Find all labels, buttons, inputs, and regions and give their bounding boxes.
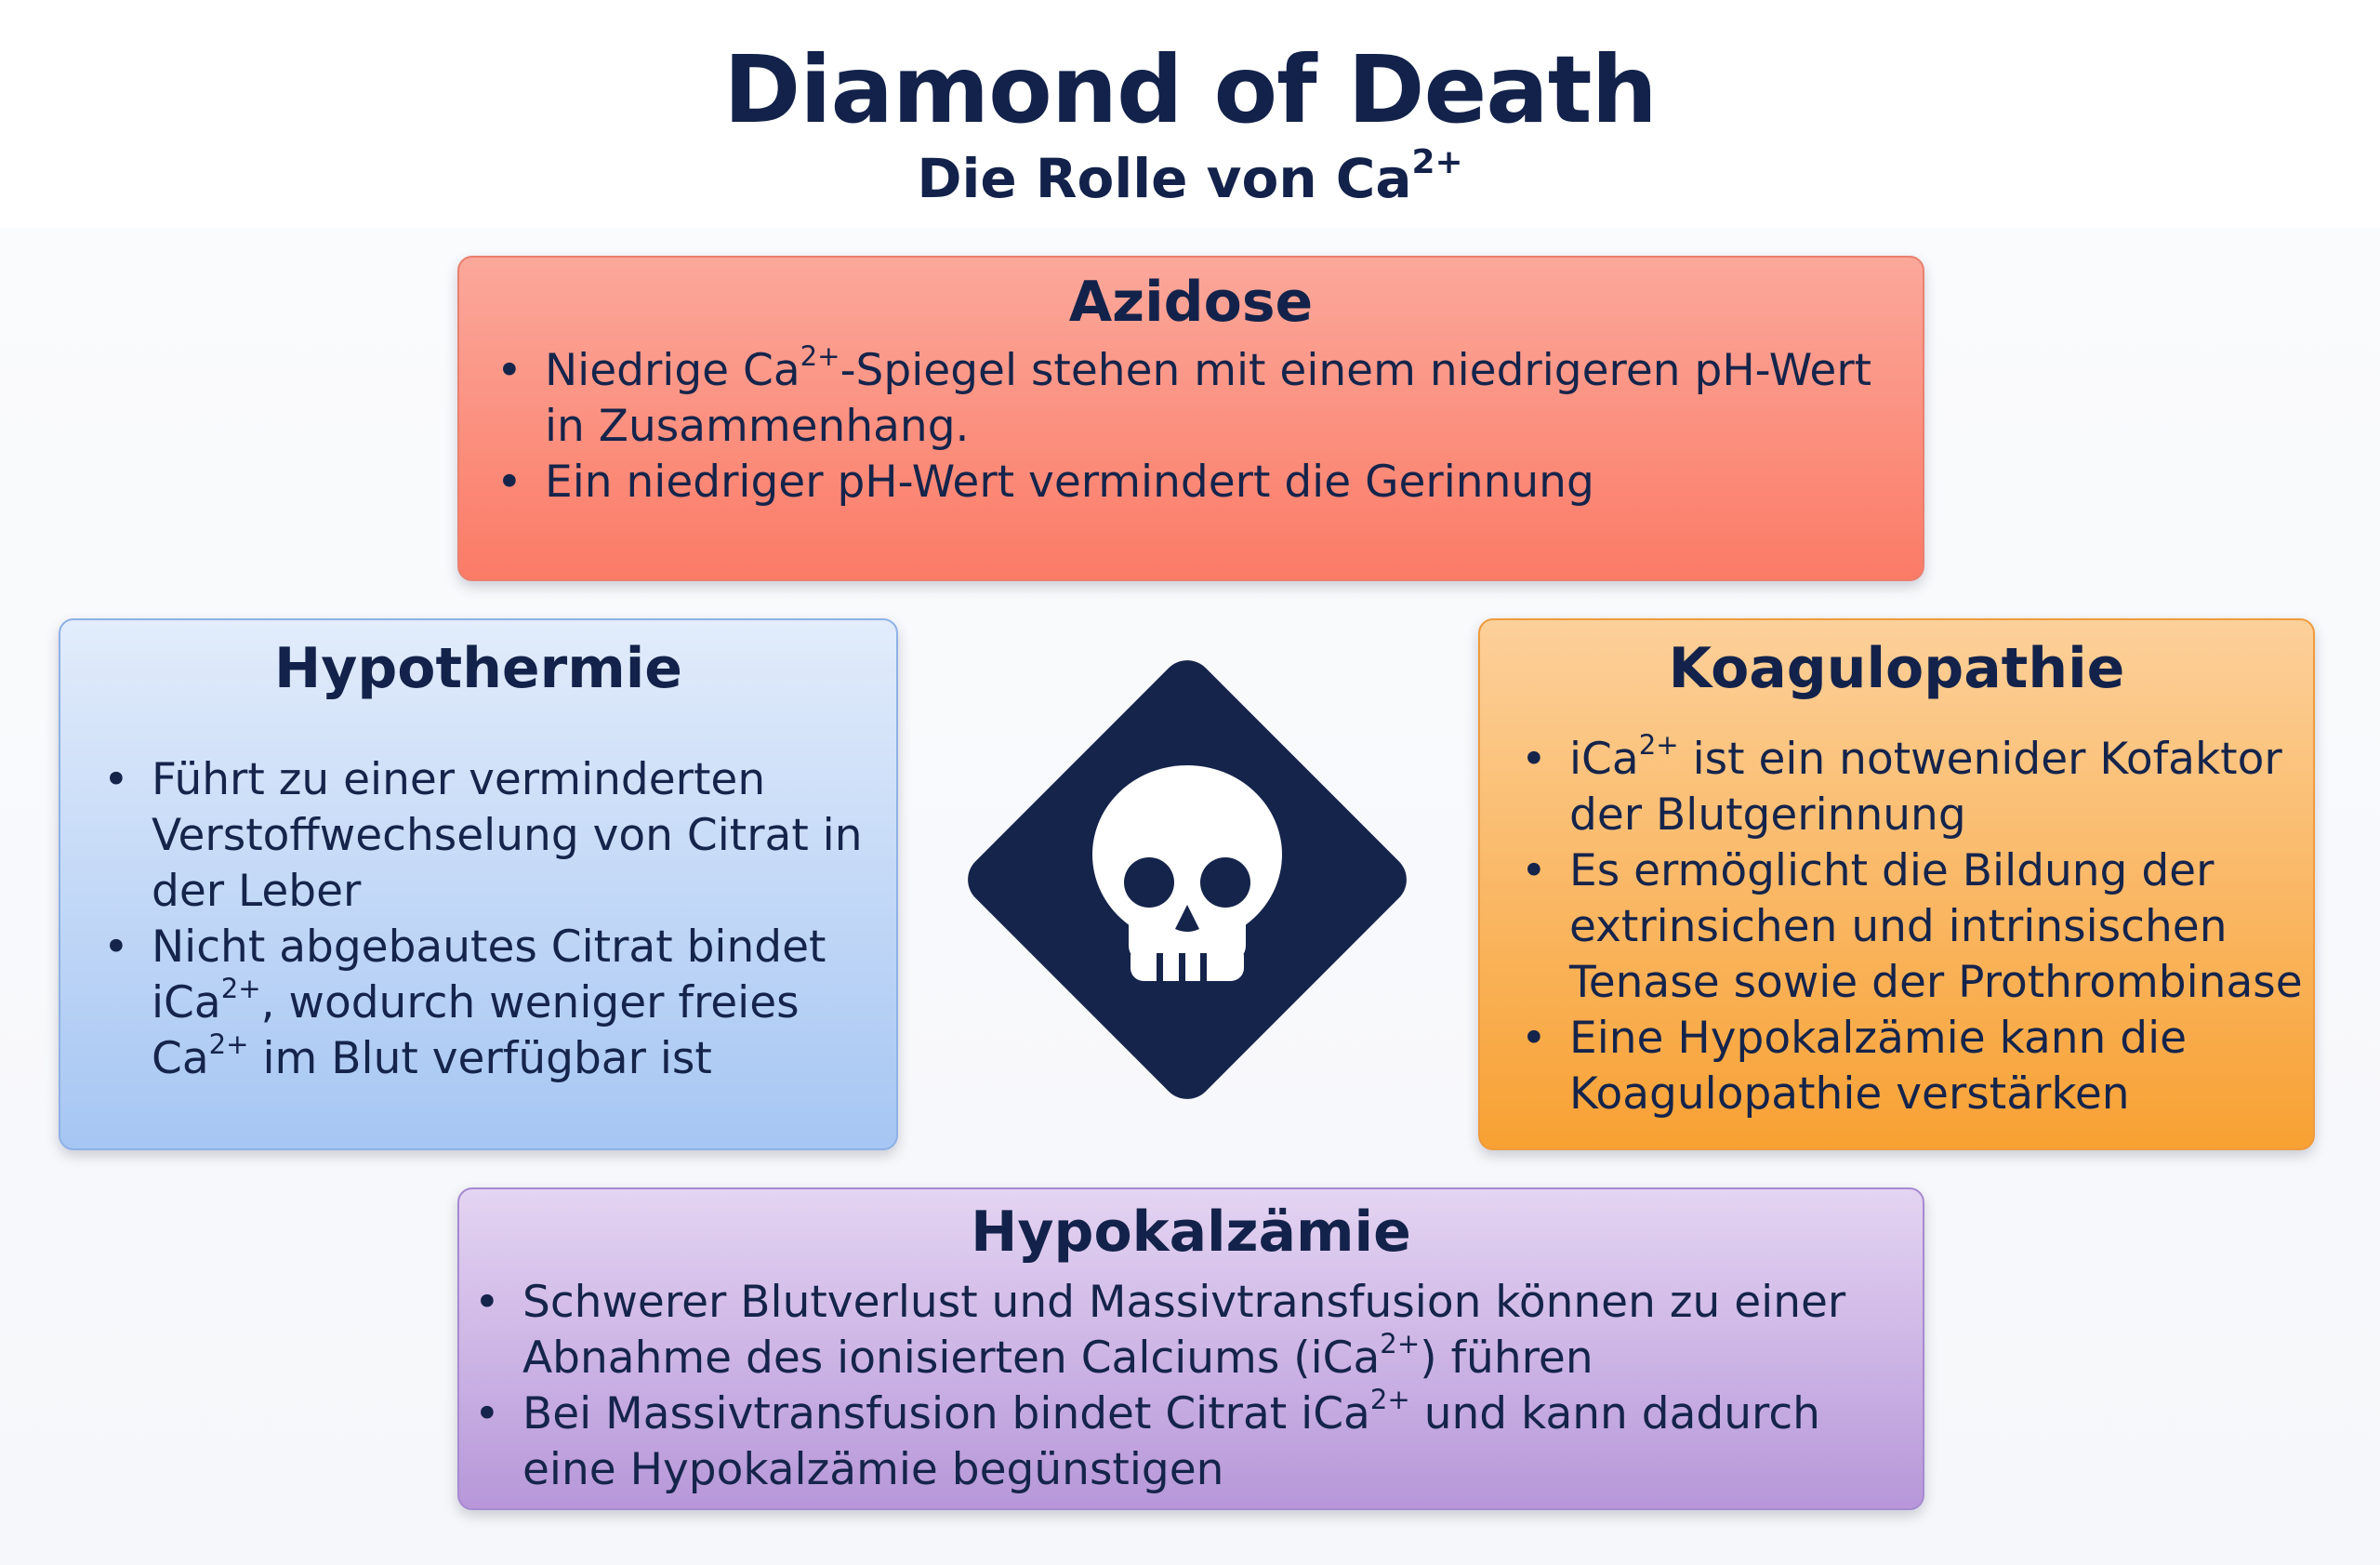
koagulopathie-title: Koagulopathie <box>1668 636 2125 701</box>
page-title: Diamond of Death <box>723 35 1658 144</box>
hypothermie-bullet-2: Nicht abgebautes Citrat bindet iCa2+, wo… <box>98 920 868 1087</box>
skull-features <box>1124 857 1250 983</box>
bullet-superscript: 2+ <box>220 973 261 1005</box>
bullet-text: ist ein notwenider Kofaktor der Blutgeri… <box>1569 734 2282 841</box>
subtitle-superscript: 2+ <box>1411 143 1463 182</box>
page-subtitle: Die Rolle von Ca2+ <box>0 146 2380 210</box>
azidose-list: Niedrige Ca2+-Spiegel stehen mit einem n… <box>491 340 1885 511</box>
bullet-superscript: 2+ <box>1638 729 1679 762</box>
bullet-text: ) führen <box>1420 1333 1593 1384</box>
bullet-text: iCa <box>1569 734 1639 785</box>
azidose-box: Azidose Niedrige Ca2+-Spiegel stehen mit… <box>457 256 1924 581</box>
bullet-text: im Blut verfügbar ist <box>248 1033 712 1084</box>
hypothermie-bullet-1: Führt zu einer verminderten Verstoffwech… <box>98 752 868 920</box>
azidose-bullet-1: Niedrige Ca2+-Spiegel stehen mit einem n… <box>491 340 1885 455</box>
bullet-text: , wodurch weniger freies Ca <box>152 977 800 1084</box>
header-band <box>0 0 2380 228</box>
hypothermie-box: Hypothermie Führt zu einer verminderten … <box>59 618 898 1150</box>
koagulopathie-bullet-3: Eine Hypokalzämie kann die Koagulopathie… <box>1515 1011 2304 1122</box>
azidose-title: Azidose <box>1068 270 1314 335</box>
hypokalzaemie-list: Schwerer Blutverlust und Massivtransfusi… <box>469 1275 1885 1498</box>
bullet-text: und kann dadurch eine Hypokalzämie begün… <box>522 1388 1820 1495</box>
bullet-superscript: 2+ <box>1380 1328 1421 1360</box>
bullet-text: Führt zu einer verminderten Verstoffwech… <box>152 754 863 917</box>
bullet-superscript: 2+ <box>800 340 840 373</box>
bullet-superscript: 2+ <box>208 1028 249 1061</box>
skull-diamond-icon <box>968 660 1407 1099</box>
koagulopathie-bullet-1: iCa2+ ist ein notwenider Kofaktor der Bl… <box>1515 729 2304 843</box>
bullet-text: Es ermöglicht die Bildung der extrinsich… <box>1569 845 2303 1008</box>
bullet-superscript: 2+ <box>1369 1384 1410 1416</box>
bullet-text: Schwerer Blutverlust und Massivtransfusi… <box>522 1277 1846 1384</box>
hypothermie-title: Hypothermie <box>274 636 682 701</box>
bullet-text: Bei Massivtransfusion bindet Citrat iCa <box>522 1388 1370 1439</box>
koagulopathie-list: iCa2+ ist ein notwenider Kofaktor der Bl… <box>1515 729 2304 1122</box>
bullet-text: Ein niedriger pH-Wert vermindert die Ger… <box>545 457 1594 508</box>
hypokalzaemie-box: Hypokalzämie Schwerer Blutverlust und Ma… <box>457 1187 1924 1510</box>
bullet-text: Nicht abgebautes Citrat bindet iCa <box>152 922 826 1028</box>
hypothermie-list: Führt zu einer verminderten Verstoffwech… <box>98 752 868 1087</box>
koagulopathie-bullet-2: Es ermöglicht die Bildung der extrinsich… <box>1515 843 2304 1011</box>
subtitle-text: Die Rolle von Ca <box>917 147 1412 210</box>
hypokalzaemie-title: Hypokalzämie <box>971 1200 1411 1265</box>
koagulopathie-box: Koagulopathie iCa2+ ist ein notwenider K… <box>1478 618 2315 1150</box>
hypokalzaemie-bullet-1: Schwerer Blutverlust und Massivtransfusi… <box>469 1275 1885 1386</box>
bullet-text: -Spiegel stehen mit einem niedrigeren pH… <box>545 345 1872 452</box>
azidose-bullet-2: Ein niedriger pH-Wert vermindert die Ger… <box>491 455 1885 511</box>
bullet-text: Eine Hypokalzämie kann die Koagulopathie… <box>1569 1013 2188 1120</box>
hypokalzaemie-bullet-2: Bei Massivtransfusion bindet Citrat iCa2… <box>469 1386 1885 1498</box>
bullet-text: Niedrige Ca <box>545 345 800 396</box>
